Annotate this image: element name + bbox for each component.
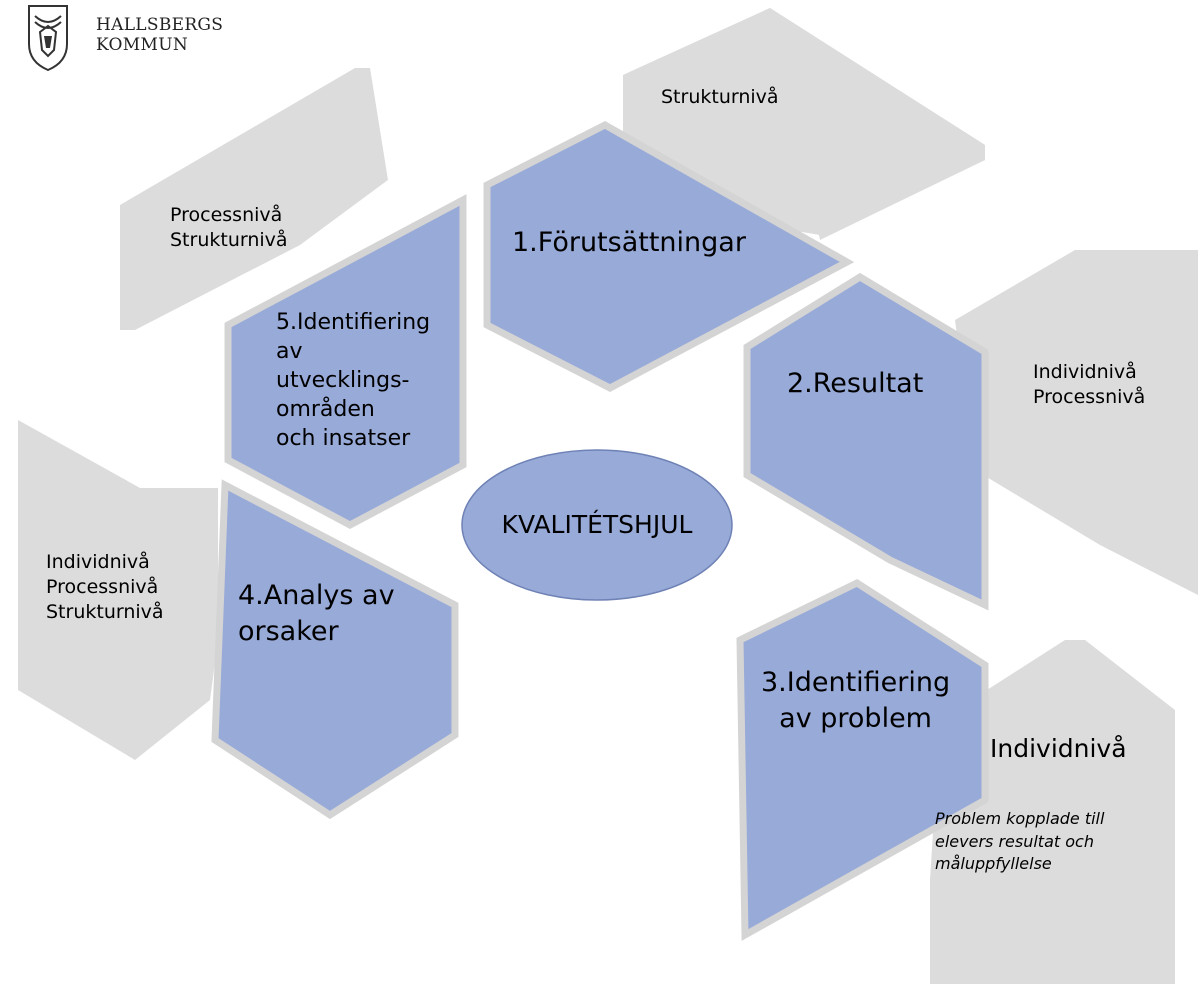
step-label-line: utvecklings- [276, 368, 410, 394]
step5-hexagon [224, 194, 467, 529]
levels-step4: Individnivå Processnivå Strukturnivå [46, 550, 164, 625]
note-line: Problem kopplade till [935, 809, 1105, 828]
level-label: Strukturnivå [46, 601, 164, 624]
step1-hexagon [483, 121, 855, 392]
step-label-line: områden [276, 397, 375, 423]
center-ellipse [461, 449, 733, 601]
level-label: Processnivå [46, 576, 159, 599]
step-label-line: 3.Identifiering [761, 667, 951, 698]
step2-hexagon [743, 272, 989, 611]
coat-of-arms-icon [28, 5, 68, 72]
step2-label: 2.Resultat [787, 366, 923, 402]
step-label-line: 5.Identifiering [276, 310, 431, 335]
step-label-line: och insatser [276, 426, 411, 452]
level-panel-step5 [120, 68, 388, 330]
level-label: Processnivå [1033, 386, 1146, 409]
step-label-line: 2.Resultat [787, 368, 924, 399]
hallsbergs-kommun-logo: HALLSBERGS KOMMUN [26, 4, 246, 74]
levels-step5: Processnivå Strukturnivå [170, 203, 288, 253]
step-label-line: 4.Analys av [238, 580, 395, 611]
step3-label: 3.Identifiering av problem [761, 665, 950, 736]
logo-line2: KOMMUN [96, 34, 188, 55]
step-label-line: av [276, 339, 303, 365]
level-panel-step2 [955, 250, 1198, 595]
step5-label: 5.Identifiering av utvecklings- områden … [276, 308, 430, 453]
step-label-line: 1.Förutsättningar [512, 227, 746, 258]
center-label: KVALITÉTSHJUL [501, 510, 693, 539]
level-label: Strukturnivå [661, 86, 779, 108]
step4-hexagon [211, 479, 459, 820]
step1-label: 1.Förutsättningar [512, 225, 746, 261]
level-label: Individnivå [990, 734, 1127, 763]
level-label: Individnivå [46, 551, 150, 573]
level-label: Processnivå [170, 204, 283, 226]
step3-hexagon [736, 578, 989, 941]
level-panel-step3 [930, 640, 1175, 984]
level-panel-step1-body [623, 8, 985, 235]
note-line: måluppfyllelse [935, 854, 1052, 874]
step-label-line: av problem [779, 702, 932, 734]
logo-line1: HALLSBERGS [96, 15, 224, 35]
level-label: Individnivå [1033, 361, 1137, 383]
step-label-line: orsaker [238, 615, 339, 647]
levels-step2: Individnivå Processnivå [1033, 360, 1145, 410]
note-line: elevers resultat och [935, 831, 1094, 851]
step4-label: 4.Analys av orsaker [238, 578, 395, 649]
step3-note: Problem kopplade till elevers resultat o… [935, 808, 1104, 876]
levels-step1: Strukturnivå [661, 85, 779, 110]
level-panel-step4 [18, 420, 218, 760]
level-label: Strukturnivå [170, 229, 288, 252]
levels-step3: Individnivå [990, 732, 1127, 765]
